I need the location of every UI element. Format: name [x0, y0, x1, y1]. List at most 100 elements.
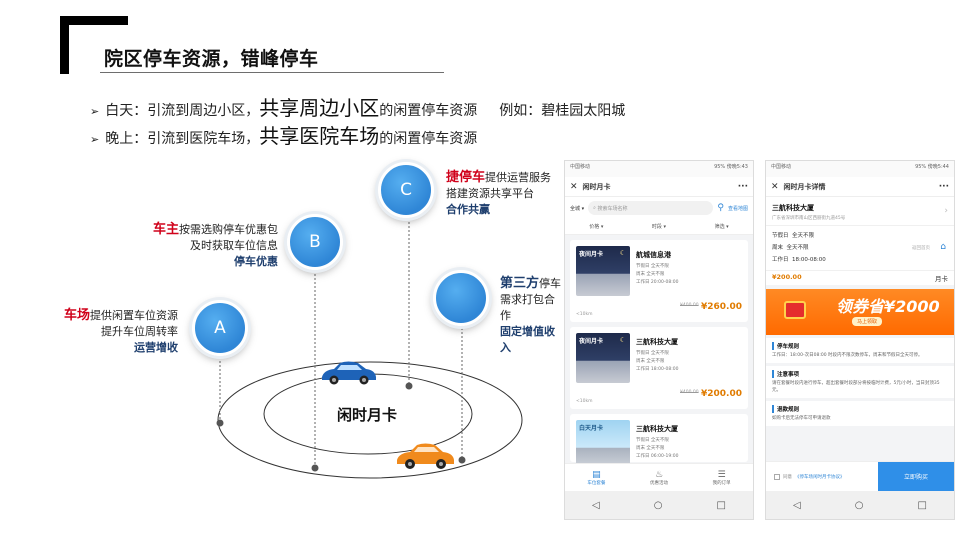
status-bar: 中国移动 95% 傍晚5:43: [565, 161, 753, 177]
moon-icon: ☾: [619, 249, 626, 257]
map-view-link[interactable]: 查看地图: [727, 205, 748, 212]
card-workday: 工作日 20:00-08:00: [636, 280, 679, 285]
card-price: ¥260.00: [701, 302, 742, 312]
bullet-night: ➢ 晚上：引流到医院车场， 共享医院车场 的闲置停车资源: [90, 120, 625, 148]
close-icon[interactable]: ✕: [771, 181, 779, 192]
time-value: 全天不限: [792, 233, 815, 239]
agree-text: 同意: [783, 474, 792, 480]
tab-orders[interactable]: ☰ 我的订单: [713, 470, 731, 486]
time-key: 节假日: [772, 233, 789, 239]
caption-a-line2: 提升车位周转率: [101, 325, 178, 338]
section-title: 停车规则: [772, 342, 948, 350]
bullet-suffix: 的闲置停车资源: [379, 103, 478, 119]
more-menu-icon[interactable]: ···: [737, 181, 748, 192]
map-pin-icon[interactable]: ⚲: [717, 203, 724, 213]
lot-name: 三航科技大厦: [772, 204, 814, 212]
orbit-lines: [216, 210, 523, 479]
recents-icon[interactable]: □: [917, 499, 927, 511]
card-workday: 工作日 18:00-08:00: [636, 367, 679, 372]
card-thumbnail: 夜间月卡 ☾: [576, 333, 630, 383]
promo-banner[interactable]: 领券省¥2000 马上领取: [766, 289, 954, 335]
order-icon: ☰: [717, 469, 726, 480]
filter-row: 价格 ▾ 时段 ▾ 筛选 ▾: [565, 219, 753, 235]
agreement: 同意 《停车场闲时月卡协议》: [766, 473, 878, 480]
card-distance: <10km: [576, 312, 593, 317]
node-a: A: [192, 300, 248, 356]
card-workday: 工作日 06:00-19:00: [636, 454, 679, 459]
caption-c-line1: 提供运营服务: [485, 171, 552, 184]
card-info: 三航科技大厦 节假日 全天不限 周末 全天不限 工作日 06:00-19:00: [636, 424, 679, 461]
bullet-prefix: 白天：引流到周边小区，: [105, 103, 260, 119]
outer-orbit: [217, 361, 523, 479]
recents-icon[interactable]: □: [716, 499, 726, 511]
app-bar: ✕ 闲时月卡 ···: [565, 177, 753, 197]
bottom-tab-bar: ▤ 车位套餐 ♨ 优惠活动 ☰ 我的订单: [565, 463, 753, 491]
caption-c-line2: 搭建资源共享平台: [446, 187, 534, 200]
anchor-dot-d: [458, 456, 466, 464]
parking-card[interactable]: 白天月卡 三航科技大厦 节假日 全天不限 周末 全天不限 工作日 06:00-1…: [570, 414, 748, 470]
more-menu-icon[interactable]: ···: [938, 181, 949, 192]
bullet-arrow-icon: ➢: [90, 133, 100, 146]
card-weekend: 周末 全天不限: [636, 359, 665, 364]
time-key: 周末: [772, 245, 784, 251]
filter-time[interactable]: 时段 ▾: [651, 224, 667, 230]
card-holiday: 节假日 全天不限: [636, 438, 669, 443]
time-key: 工作日: [772, 257, 789, 263]
card-holiday: 节假日 全天不限: [636, 351, 669, 356]
card-thumbnail: 白天月卡: [576, 420, 630, 470]
caption-d-strong1: 固定增值收: [500, 325, 555, 338]
agree-checkbox[interactable]: [774, 473, 780, 480]
city-select[interactable]: 全城 ▾: [570, 205, 585, 212]
tab-discount[interactable]: ♨ 优惠活动: [650, 470, 668, 486]
filter-price[interactable]: 价格 ▾: [589, 224, 604, 230]
time-value: 全天不限: [786, 245, 809, 251]
agreement-link[interactable]: 《停车场闲时月卡协议》: [795, 474, 845, 480]
card-weekend: 周末 全天不限: [636, 272, 665, 277]
phone-screenshot-list: 中国移动 95% 傍晚5:43 ✕ 闲时月卡 ··· 全城 ▾ ⌕ 搜索车场名称…: [564, 160, 754, 520]
caption-d: 第三方停车 需求打包合 作 固定增值收 入: [500, 276, 564, 356]
card-thumbnail: 夜间月卡 ☾: [576, 246, 630, 296]
close-icon[interactable]: ✕: [570, 181, 578, 192]
card-tag: 夜间月卡: [579, 338, 604, 345]
home-icon[interactable]: ○: [653, 499, 663, 511]
promo-sub-button[interactable]: 马上领取: [852, 317, 883, 326]
blue-car-icon: [322, 361, 376, 385]
back-icon[interactable]: ◁: [592, 499, 600, 511]
parking-card[interactable]: 夜间月卡 ☾ 三航科技大厦 节假日 全天不限 周末 全天不限 工作日 18:00…: [570, 327, 748, 409]
tab-label: 我的订单: [712, 480, 731, 486]
anchor-dot-c: [405, 382, 413, 390]
package-icon: ▤: [592, 469, 601, 480]
bracket-left-bar: [60, 16, 69, 74]
caption-a-line1: 提供闲置车位资源: [90, 309, 178, 322]
card-tag: 白天月卡: [579, 425, 604, 432]
card-holiday: 节假日 全天不限: [636, 264, 669, 269]
card-name: 三航科技大厦: [636, 338, 678, 346]
section-title: 退款规则: [772, 405, 948, 413]
anchor-dot-b: [311, 464, 319, 472]
title-bracket-decoration: [60, 16, 128, 74]
card-name: 三航科技大厦: [636, 425, 678, 433]
caption-b-line2: 及时获取车位信息: [190, 239, 278, 252]
back-icon[interactable]: ◁: [793, 499, 801, 511]
node-b: B: [287, 214, 343, 270]
app-bar-title: 闲时月卡详情: [783, 182, 826, 191]
price-row: ¥200.00 月卡: [766, 270, 954, 285]
parking-card[interactable]: 夜间月卡 ☾ 航城信息港 节假日 全天不限 周末 全天不限 工作日 20:00-…: [570, 240, 748, 322]
house-icon[interactable]: ⌂: [940, 242, 946, 252]
return-home-link[interactable]: 返回首页: [912, 246, 930, 251]
title-underline: [100, 72, 444, 73]
android-nav-bar: ◁ ○ □: [565, 491, 753, 519]
moon-icon: ☾: [619, 336, 626, 344]
home-icon[interactable]: ○: [854, 499, 864, 511]
caption-d-line3: 作: [500, 309, 511, 322]
tab-package[interactable]: ▤ 车位套餐: [587, 470, 605, 486]
carrier-label: 中国移动: [570, 164, 591, 170]
card-tag: 夜间月卡: [579, 251, 604, 258]
orange-car-icon: [397, 443, 454, 469]
buy-now-button[interactable]: 立即购买: [878, 462, 954, 491]
tab-label: 优惠活动: [649, 480, 668, 486]
search-input[interactable]: ⌕ 搜索车场名称: [588, 201, 714, 215]
lot-header[interactable]: 三航科技大厦 广东省深圳市南山区西丽街九道45号 ›: [766, 197, 954, 225]
filter-more[interactable]: 筛选 ▾: [714, 224, 729, 230]
section-body: 工作日：18:00-次日08:00 时段内不限次数停车，周末和节假日全天可停。: [772, 353, 923, 358]
